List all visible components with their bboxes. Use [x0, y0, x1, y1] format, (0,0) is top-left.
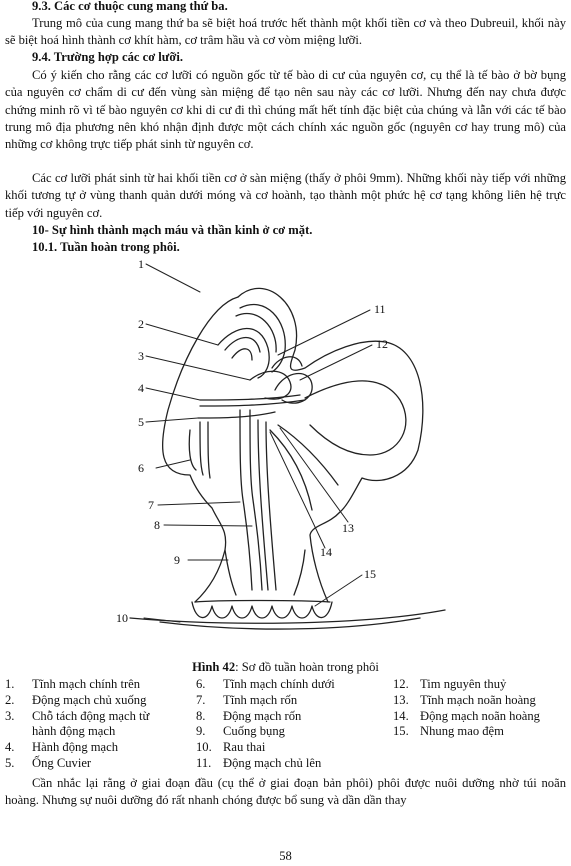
paragraph-9-4-a: Có ý kiến cho rằng các cơ lưỡi có nguồn …	[5, 68, 566, 152]
caption-text: : Sơ đồ tuần hoàn trong phôi	[235, 660, 379, 674]
label-6: 6	[138, 461, 144, 475]
legend-item: 10.Rau thai	[196, 740, 266, 755]
legend-item: 13.Tĩnh mạch noãn hoàng	[393, 692, 536, 707]
heading-9-4: 9.4. Trường hợp các cơ lưỡi.	[32, 50, 183, 64]
vessel-6	[188, 429, 197, 471]
legend-item: 9.Cuống bụng	[196, 724, 285, 739]
legend-item: 6.Tĩnh mạch chính dưới	[196, 677, 335, 691]
label-10: 10	[116, 611, 128, 625]
circulation-diagram: 1 2 3 4 5 6 7 8 9 10 11 12 13 14 15	[116, 257, 446, 630]
figure-legend: 1.Tĩnh mạch chính trên 2.Động mạch chủ x…	[0, 677, 571, 772]
heart-loop	[274, 372, 313, 404]
legend-item: 5.Ống Cuvier	[5, 755, 92, 770]
legend-item: 2.Động mạch chủ xuống	[5, 692, 147, 707]
label-3: 3	[138, 349, 144, 363]
page-number: 58	[279, 849, 292, 863]
heading-9-3: 9.3. Các cơ thuộc cung mang thứ ba.	[32, 0, 228, 13]
embryo-outline	[237, 287, 424, 603]
caption-number: Hình 42	[192, 660, 236, 674]
legend-item: 3.Chỗ tách động mạch từ hành động mạch	[5, 708, 150, 739]
vessel-5	[197, 411, 276, 419]
paragraph-9-3: Trung mô của cung mang thứ ba sẽ biệt ho…	[5, 16, 566, 48]
vessel-8	[249, 409, 263, 591]
legend-item: 1.Tĩnh mạch chính trên	[5, 677, 141, 691]
vessel-4	[199, 394, 301, 401]
legend-item: 15.Nhung mao đệm	[393, 724, 504, 739]
vessel-2	[217, 327, 270, 379]
legend-item: 14.Động mạch noãn hoàng	[393, 708, 540, 723]
label-8: 8	[154, 518, 160, 532]
legend-item: 4.Hành động mạch	[5, 740, 119, 755]
vessel-1	[239, 303, 286, 373]
label-9: 9	[174, 553, 180, 567]
label-13: 13	[342, 521, 354, 535]
label-5: 5	[138, 415, 144, 429]
vessel-3	[249, 370, 292, 400]
legend-item: 12.Tim nguyên thuỷ	[393, 677, 507, 691]
closing-paragraph: Cần nhắc lại rằng ở giai đoạn đầu (cụ th…	[5, 776, 566, 808]
legend-item: 11.Động mạch chủ lên	[196, 755, 322, 770]
paragraph-9-4-b: Các cơ lưỡi phát sinh từ hai khối tiền c…	[5, 171, 566, 220]
heading-10: 10- Sự hình thành mạch máu và thần kinh …	[32, 223, 313, 237]
vessel-12	[304, 380, 407, 456]
label-7: 7	[148, 498, 154, 512]
legend-item: 8.Động mạch rốn	[196, 708, 302, 723]
label-2: 2	[138, 317, 144, 331]
chorionic-villi	[191, 601, 333, 619]
label-4: 4	[138, 381, 144, 395]
label-1: 1	[138, 257, 144, 271]
label-14: 14	[320, 545, 332, 559]
legend-item: 7.Tĩnh mạch rốn	[196, 692, 298, 707]
label-11: 11	[374, 302, 386, 316]
umbilical-cord	[224, 549, 237, 596]
vessel-13	[277, 424, 339, 486]
vessel-14	[269, 429, 313, 511]
figure-caption: Hình 42: Sơ đồ tuần hoàn trong phôi	[0, 660, 571, 675]
vessel-7	[239, 409, 253, 591]
label-15: 15	[364, 567, 376, 581]
heading-10-1: 10.1. Tuần hoàn trong phôi.	[32, 240, 180, 254]
label-12: 12	[376, 337, 388, 351]
